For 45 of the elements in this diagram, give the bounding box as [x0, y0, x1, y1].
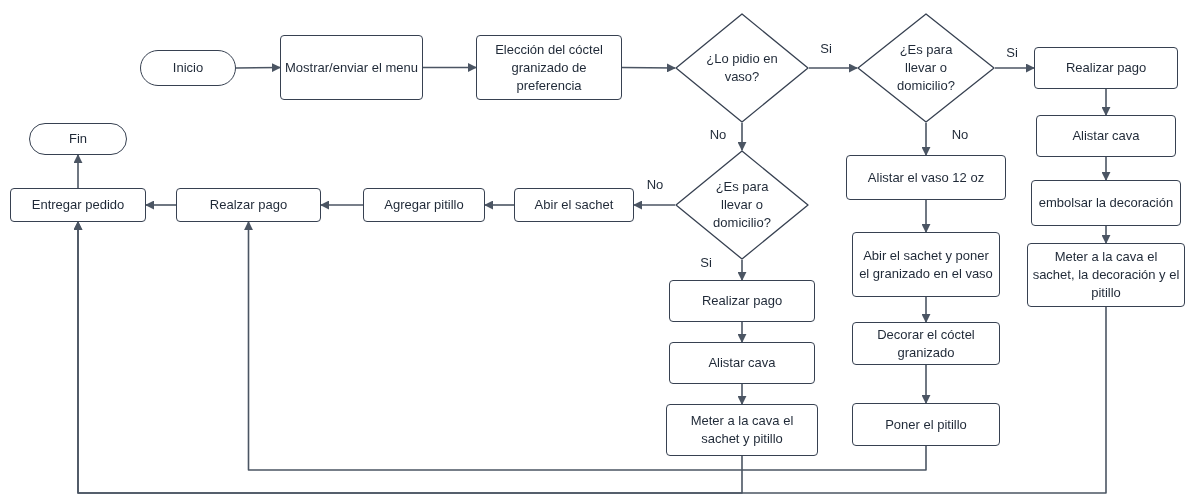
arrow	[145, 200, 177, 210]
process-box: Alistar el vaso 12 oz	[846, 155, 1006, 200]
process-box: Elección del cóctel granizado de preferencia	[476, 35, 622, 100]
arrow	[994, 63, 1035, 73]
process-box: Abir el sachet	[514, 188, 634, 222]
arrow	[737, 383, 747, 405]
process-box: Meter a la cava el sachet y pitillo	[666, 404, 818, 456]
process-box: Abir el sachet y poner el granizado en el vaso	[852, 232, 1000, 297]
terminator-pill: Inicio	[140, 50, 236, 86]
arrow	[484, 200, 515, 210]
process-box: Mostrar/enviar el menu	[280, 35, 423, 100]
arrow	[73, 154, 83, 189]
arrow	[921, 199, 931, 233]
arrow	[921, 296, 931, 323]
arrow	[921, 122, 931, 156]
process-box: Alistar cava	[669, 342, 815, 384]
process-box: Realizar pago	[669, 280, 815, 322]
arrow	[244, 221, 927, 471]
arrow	[73, 221, 1107, 494]
decision-text: ¿Lo pidio en vaso?	[705, 50, 779, 86]
arrow	[1101, 225, 1111, 244]
process-box: Alistar cava	[1036, 115, 1176, 157]
arrow	[921, 364, 931, 404]
arrow	[320, 200, 364, 210]
decision-text: ¿Es para llevar o domicilio?	[896, 41, 956, 95]
process-box: Realizar pago	[1034, 47, 1178, 89]
process-box: Entregar pedido	[10, 188, 146, 222]
arrow	[422, 63, 477, 72]
process-box: Poner el pitillo	[852, 403, 1000, 446]
decision-text: ¿Es para llevar o domicilio?	[712, 178, 772, 232]
process-box: Meter a la cava el sachet, la decoración y el pitillo	[1027, 243, 1185, 307]
arrow	[1101, 88, 1111, 116]
arrow	[737, 321, 747, 343]
terminator-pill: Fin	[29, 123, 127, 155]
arrow	[1101, 156, 1111, 181]
process-box: Agregar pitillo	[363, 188, 485, 222]
process-box: embolsar la decoración	[1031, 180, 1181, 226]
arrow	[737, 259, 747, 281]
arrow	[235, 63, 281, 73]
arrow	[737, 122, 747, 151]
arrow	[633, 200, 676, 210]
process-box: Realzar pago	[176, 188, 321, 222]
arrow	[808, 63, 858, 73]
arrow	[621, 63, 676, 73]
process-box: Decorar el cóctel granizado	[852, 322, 1000, 365]
